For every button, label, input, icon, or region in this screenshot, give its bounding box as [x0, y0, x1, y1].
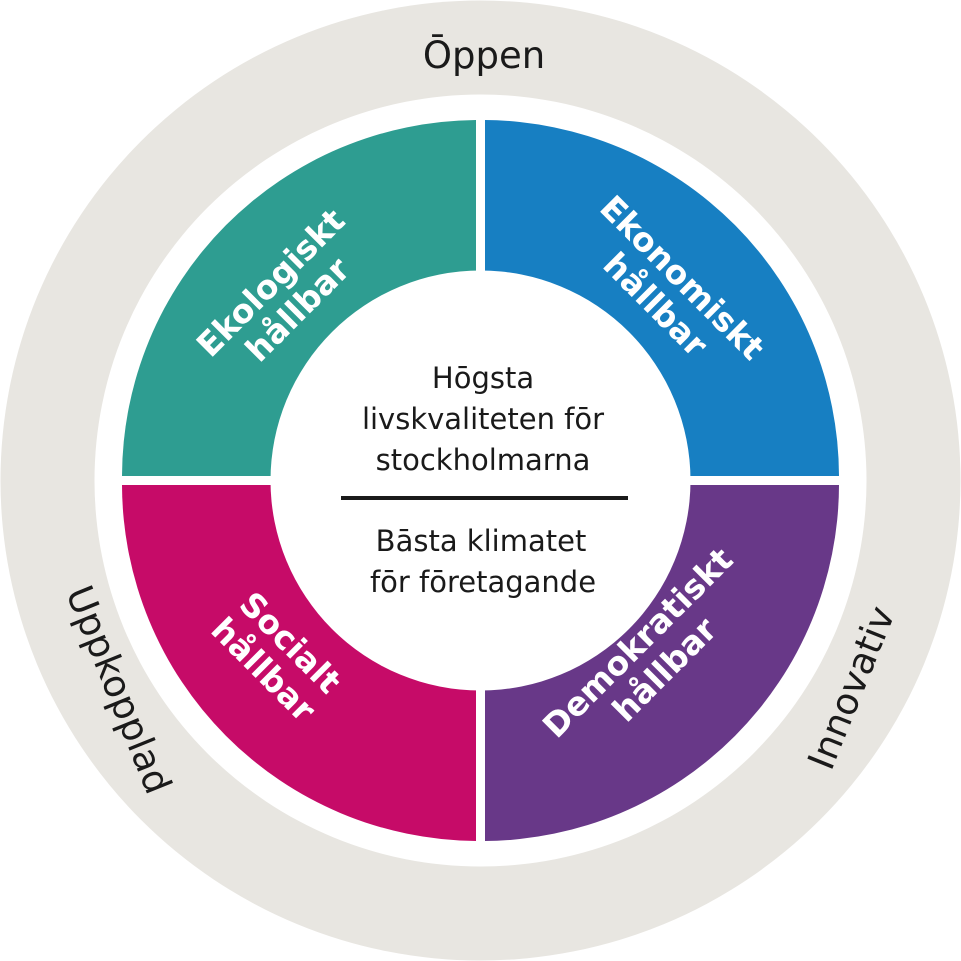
center-goal-1-line-2: livskvaliteten fōr	[362, 402, 604, 436]
center-goal-1-line-1: Hōgsta	[432, 361, 534, 395]
center-goal-2-line-1: Bāsta klimatet	[376, 524, 587, 558]
center-goal-1-line-3: stockholmarna	[376, 443, 591, 477]
center-disk	[270, 270, 691, 691]
ring-label-oppen: Ōppen	[423, 34, 545, 77]
center-goal-2-line-2: fōr fōretagande	[370, 565, 596, 599]
